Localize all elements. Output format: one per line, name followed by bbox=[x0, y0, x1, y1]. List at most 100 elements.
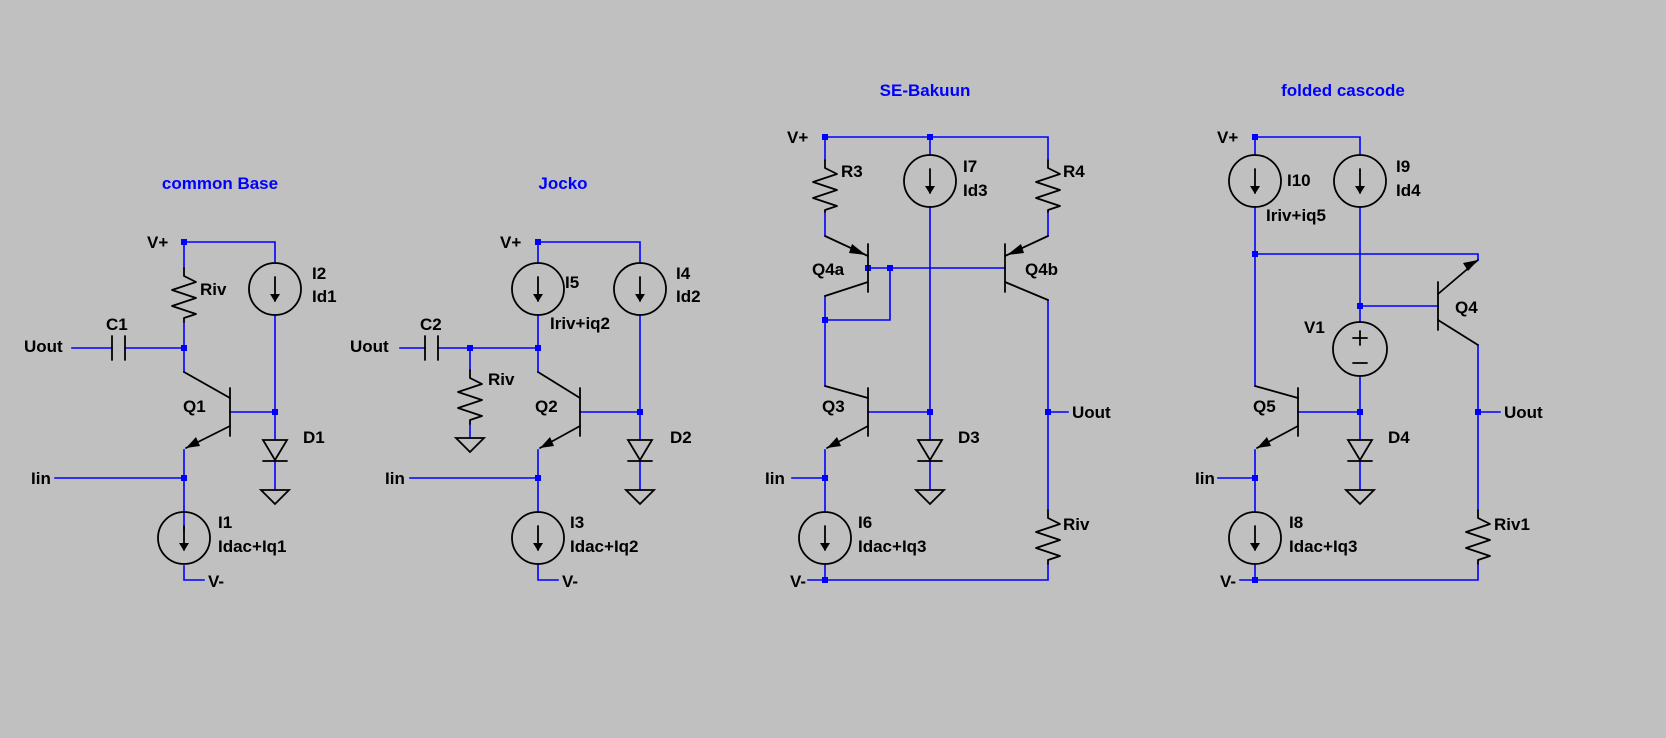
label-q2: Q2 bbox=[535, 397, 558, 416]
junction-dot bbox=[1252, 251, 1258, 257]
label-i5: I5 bbox=[565, 273, 579, 292]
circuit-se-bakuun: V+ R3 I7 Id3 R4 Q4a Q4b Q3 Uout D3 Iin I… bbox=[765, 128, 1111, 591]
label-uout: Uout bbox=[1072, 403, 1111, 422]
resistor-riv bbox=[1035, 509, 1061, 565]
current-source-i10 bbox=[1228, 154, 1282, 208]
capacitor-c2 bbox=[424, 335, 439, 361]
junction-dot bbox=[272, 409, 278, 415]
label-i8: I8 bbox=[1289, 513, 1303, 532]
junction-dot bbox=[822, 577, 828, 583]
current-source-i8 bbox=[1228, 511, 1282, 565]
current-source-i1 bbox=[157, 511, 211, 565]
label-c1: C1 bbox=[106, 315, 128, 334]
resistor-r3 bbox=[812, 159, 838, 213]
title-common-base: common Base bbox=[162, 174, 278, 193]
junction-dot bbox=[181, 475, 187, 481]
junction-dot bbox=[467, 345, 473, 351]
label-riv: Riv bbox=[1063, 515, 1090, 534]
label-i3: I3 bbox=[570, 513, 584, 532]
ground-symbol bbox=[258, 489, 292, 506]
label-i10-value: Iriv+iq5 bbox=[1266, 206, 1326, 225]
label-i10: I10 bbox=[1287, 171, 1311, 190]
label-d3: D3 bbox=[958, 428, 980, 447]
label-id1: Id1 bbox=[312, 287, 337, 306]
label-d2: D2 bbox=[670, 428, 692, 447]
circuit-folded-cascode: V+ I10 Iriv+iq5 I9 Id4 Q4 V1 Q5 Uout D4 … bbox=[1195, 128, 1543, 591]
title-se-bakuun: SE-Bakuun bbox=[880, 81, 971, 100]
label-i2: I2 bbox=[312, 264, 326, 283]
transistor-q4b bbox=[1004, 235, 1049, 301]
label-uout: Uout bbox=[1504, 403, 1543, 422]
junction-dot bbox=[535, 345, 541, 351]
label-i1: I1 bbox=[218, 513, 232, 532]
label-iin: Iin bbox=[765, 469, 785, 488]
current-source-i7 bbox=[903, 154, 957, 208]
junction-dot bbox=[535, 239, 541, 245]
junction-dot bbox=[637, 409, 643, 415]
current-source-i4 bbox=[613, 262, 667, 316]
circuit-common-base: V+ Riv I2 Id1 C1 Uout Q1 D1 Iin I1 Idac+… bbox=[24, 233, 337, 591]
label-i5-value: Iriv+iq2 bbox=[550, 314, 610, 333]
label-id2: Id2 bbox=[676, 287, 701, 306]
label-q4: Q4 bbox=[1455, 298, 1478, 317]
label-v1: V1 bbox=[1304, 318, 1325, 337]
diode-d1 bbox=[261, 439, 289, 462]
resistor-r4 bbox=[1035, 159, 1061, 213]
diode-d3 bbox=[916, 439, 944, 462]
label-d4: D4 bbox=[1388, 428, 1410, 447]
ground-symbol bbox=[1343, 489, 1377, 506]
label-r4: R4 bbox=[1063, 162, 1085, 181]
label-i9: I9 bbox=[1396, 157, 1410, 176]
label-q4b: Q4b bbox=[1025, 260, 1058, 279]
label-vplus: V+ bbox=[147, 233, 168, 252]
label-i8-value: Idac+Iq3 bbox=[1289, 537, 1358, 556]
label-i7: I7 bbox=[963, 157, 977, 176]
current-source-i3 bbox=[511, 511, 565, 565]
label-i6: I6 bbox=[858, 513, 872, 532]
resistor-riv1 bbox=[1465, 509, 1491, 565]
label-riv1: Riv1 bbox=[1494, 515, 1530, 534]
label-q3: Q3 bbox=[822, 397, 845, 416]
label-vminus: V- bbox=[1220, 572, 1236, 591]
resistor-riv bbox=[457, 369, 483, 425]
label-i3-value: Idac+Iq2 bbox=[570, 537, 639, 556]
transistor-q4a bbox=[824, 235, 869, 297]
junction-dot bbox=[1252, 577, 1258, 583]
transistor-q3 bbox=[824, 385, 869, 449]
label-iin: Iin bbox=[1195, 469, 1215, 488]
label-riv: Riv bbox=[200, 280, 227, 299]
label-uout: Uout bbox=[24, 337, 63, 356]
title-folded-cascode: folded cascode bbox=[1281, 81, 1405, 100]
ground-symbol bbox=[913, 489, 947, 506]
label-i4: I4 bbox=[676, 264, 691, 283]
label-vminus: V- bbox=[562, 572, 578, 591]
transistor-q4 bbox=[1437, 259, 1479, 346]
label-r3: R3 bbox=[841, 162, 863, 181]
title-jocko: Jocko bbox=[538, 174, 587, 193]
diode-d4 bbox=[1346, 439, 1374, 462]
label-iin: Iin bbox=[31, 469, 51, 488]
transistor-q1 bbox=[183, 371, 231, 449]
junction-dot bbox=[927, 409, 933, 415]
label-vminus: V- bbox=[208, 572, 224, 591]
label-iin: Iin bbox=[385, 469, 405, 488]
junction-dot bbox=[822, 317, 828, 323]
junction-dot bbox=[822, 134, 828, 140]
resistor-riv bbox=[171, 267, 197, 323]
ground-symbol bbox=[453, 437, 487, 454]
circuit-jocko: V+ I5 Iriv+iq2 I4 Id2 C2 Uout Riv Q2 D2 … bbox=[350, 233, 701, 591]
junction-dot bbox=[887, 265, 893, 271]
label-id3: Id3 bbox=[963, 181, 988, 200]
label-d1: D1 bbox=[303, 428, 325, 447]
junction-dot bbox=[1252, 475, 1258, 481]
label-c2: C2 bbox=[420, 315, 442, 334]
junction-dot bbox=[181, 239, 187, 245]
junction-dot bbox=[822, 475, 828, 481]
voltage-source-v1 bbox=[1332, 321, 1388, 377]
transistor-q5 bbox=[1254, 385, 1299, 449]
junction-dot bbox=[535, 475, 541, 481]
label-vplus: V+ bbox=[1217, 128, 1238, 147]
transistor-q2 bbox=[537, 371, 581, 449]
junction-dot bbox=[1252, 134, 1258, 140]
label-i1-value: Idac+Iq1 bbox=[218, 537, 287, 556]
